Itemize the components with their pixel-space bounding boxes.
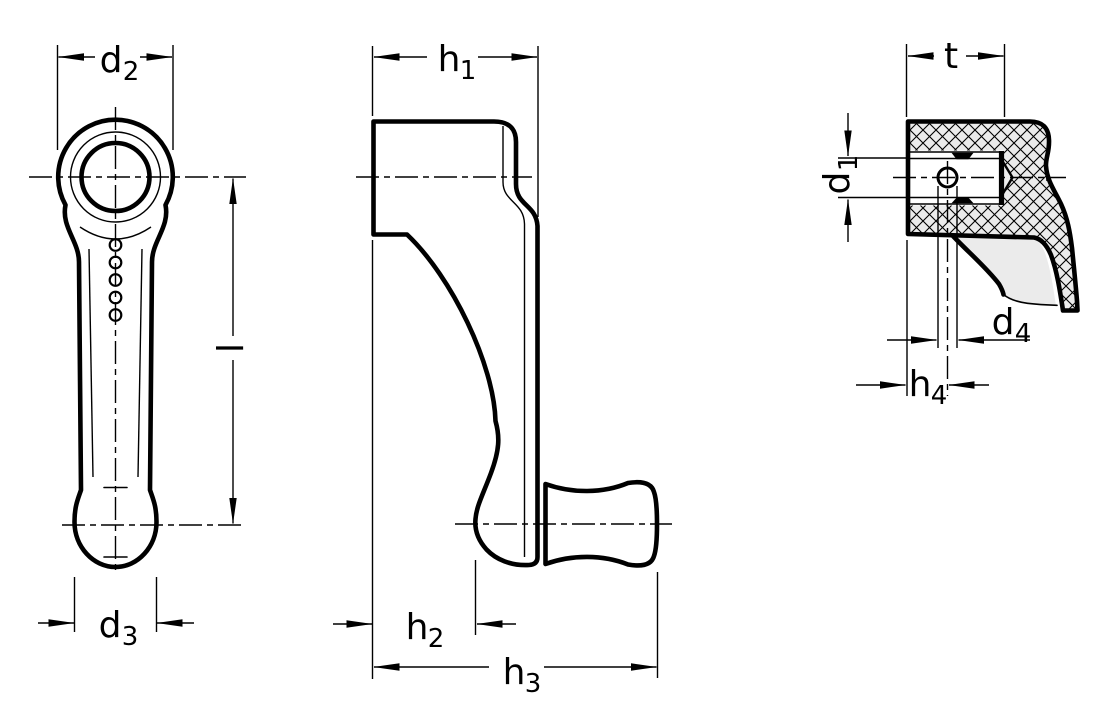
arm-behind-section — [953, 236, 1056, 306]
dimension-t: t — [905, 36, 1006, 117]
arm-inner-contour-right — [137, 248, 143, 478]
dim-label-d4-sub: 4 — [1015, 319, 1032, 349]
bushing-anchor-notch-top — [951, 152, 974, 160]
dim-label-d2: d — [100, 40, 123, 81]
hub-section-outline — [905, 119, 1080, 313]
dim-label-h1: h — [438, 39, 461, 80]
dim-label-d1: d — [817, 172, 858, 195]
bushing-walls — [908, 151, 1002, 205]
side-knob-outline — [543, 479, 660, 568]
arm-break-line — [1002, 293, 1058, 307]
dimension-d4: d 4 — [887, 302, 1031, 349]
dimension-h2: h 2 — [333, 240, 516, 679]
dimension-h3: h 3 — [373, 572, 659, 699]
crank-side-outline — [371, 119, 540, 568]
dim-label-d3-sub: 3 — [122, 622, 139, 652]
dim-label-t: t — [944, 36, 958, 77]
dim-label-d3: d — [99, 605, 122, 646]
dim-label-h2: h — [406, 607, 429, 648]
dim-label-h1-sub: 1 — [460, 56, 477, 86]
dim-label-h3-sub: 3 — [525, 669, 542, 699]
rim-inner-contour — [502, 126, 526, 557]
dim-label-d1-sub: 1 — [834, 155, 864, 172]
dim-label-h3: h — [503, 652, 526, 693]
dim-label-h4: h — [909, 364, 932, 405]
arm-silhouette-edge — [950, 233, 1006, 297]
section-view: t d 1 d 4 h 4 — [817, 36, 1080, 411]
dimension-h1: h 1 — [371, 39, 539, 217]
dimension-l: l — [211, 178, 252, 524]
dimension-d3: d 3 — [38, 577, 194, 652]
cross-hole-edges — [937, 186, 958, 348]
dim-label-d2-sub: 2 — [123, 57, 140, 87]
dim-label-h4-sub: 4 — [931, 381, 948, 411]
dimension-h4: h 4 — [856, 364, 989, 411]
dim-label-h2-sub: 2 — [428, 624, 445, 654]
dim-label-l: l — [211, 343, 252, 353]
dimension-d1: d 1 — [817, 113, 906, 242]
dim-label-d4: d — [992, 302, 1015, 343]
side-view: h 1 h 2 h 3 — [333, 39, 672, 699]
front-view: d 2 l d 3 — [29, 40, 252, 652]
dimension-d2: d 2 — [56, 40, 174, 150]
arm-inner-contour-left — [88, 248, 94, 478]
crank-body-outline — [55, 117, 176, 570]
